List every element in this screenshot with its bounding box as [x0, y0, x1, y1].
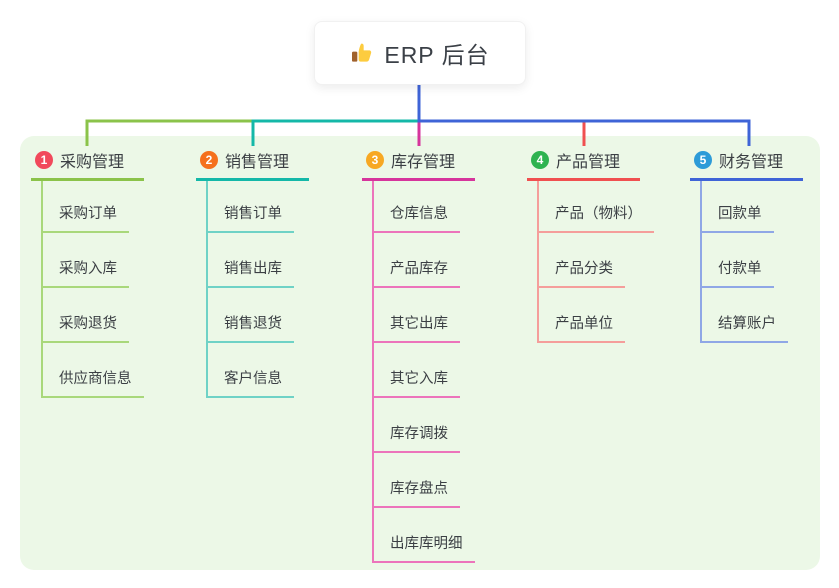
child-node[interactable]: 采购退货: [43, 315, 129, 343]
child-node[interactable]: 客户信息: [208, 370, 294, 398]
child-node[interactable]: 销售出库: [208, 260, 294, 288]
branch-label: 库存管理: [391, 154, 456, 171]
branch-label: 采购管理: [60, 154, 125, 171]
branch-inventory: 3 库存管理 仓库信息 产品库存 其它出库 其它入库 库存调拨 库存盘点 出库库…: [362, 148, 476, 563]
branch-heading-inventory[interactable]: 3 库存管理: [362, 148, 476, 181]
child-node[interactable]: 采购入库: [43, 260, 129, 288]
thumbs-up-icon: [352, 43, 372, 62]
branch-children: 采购订单 采购入库 采购退货 供应商信息: [41, 181, 144, 398]
branch-purchase: 1 采购管理 采购订单 采购入库 采购退货 供应商信息: [31, 148, 145, 398]
child-node[interactable]: 产品（物料）: [539, 205, 654, 233]
child-node[interactable]: 产品单位: [539, 315, 625, 343]
mindmap-board: [20, 136, 820, 570]
branch-children: 产品（物料） 产品分类 产品单位: [537, 181, 654, 343]
branch-children: 仓库信息 产品库存 其它出库 其它入库 库存调拨 库存盘点 出库库明细: [372, 181, 475, 563]
child-node[interactable]: 结算账户: [702, 315, 788, 343]
branch-number-badge: 1: [35, 151, 53, 169]
branch-product: 4 产品管理 产品（物料） 产品分类 产品单位: [527, 148, 654, 343]
branch-heading-purchase[interactable]: 1 采购管理: [31, 148, 145, 181]
branch-heading-product[interactable]: 4 产品管理: [527, 148, 641, 181]
root-node[interactable]: ERP 后台: [314, 21, 526, 85]
child-node[interactable]: 销售退货: [208, 315, 294, 343]
branch-sales: 2 销售管理 销售订单 销售出库 销售退货 客户信息: [196, 148, 310, 398]
branch-heading-sales[interactable]: 2 销售管理: [196, 148, 310, 181]
branch-number-badge: 5: [694, 151, 712, 169]
child-node[interactable]: 库存盘点: [374, 480, 460, 508]
child-node[interactable]: 出库库明细: [374, 535, 475, 563]
branch-children: 销售订单 销售出库 销售退货 客户信息: [206, 181, 294, 398]
branch-children: 回款单 付款单 结算账户: [700, 181, 788, 343]
child-node[interactable]: 供应商信息: [43, 370, 144, 398]
child-node[interactable]: 付款单: [702, 260, 774, 288]
branch-label: 财务管理: [719, 154, 784, 171]
branch-label: 产品管理: [556, 154, 621, 171]
child-node[interactable]: 产品库存: [374, 260, 460, 288]
child-node[interactable]: 销售订单: [208, 205, 294, 233]
branch-number-badge: 2: [200, 151, 218, 169]
branch-number-badge: 4: [531, 151, 549, 169]
branch-label: 销售管理: [225, 154, 290, 171]
child-node[interactable]: 库存调拨: [374, 425, 460, 453]
branch-heading-finance[interactable]: 5 财务管理: [690, 148, 804, 181]
child-node[interactable]: 回款单: [702, 205, 774, 233]
root-label: ERP 后台: [384, 42, 490, 68]
child-node[interactable]: 仓库信息: [374, 205, 460, 233]
child-node[interactable]: 采购订单: [43, 205, 129, 233]
branch-finance: 5 财务管理 回款单 付款单 结算账户: [690, 148, 804, 343]
branch-number-badge: 3: [366, 151, 384, 169]
child-node[interactable]: 其它出库: [374, 315, 460, 343]
child-node[interactable]: 产品分类: [539, 260, 625, 288]
child-node[interactable]: 其它入库: [374, 370, 460, 398]
